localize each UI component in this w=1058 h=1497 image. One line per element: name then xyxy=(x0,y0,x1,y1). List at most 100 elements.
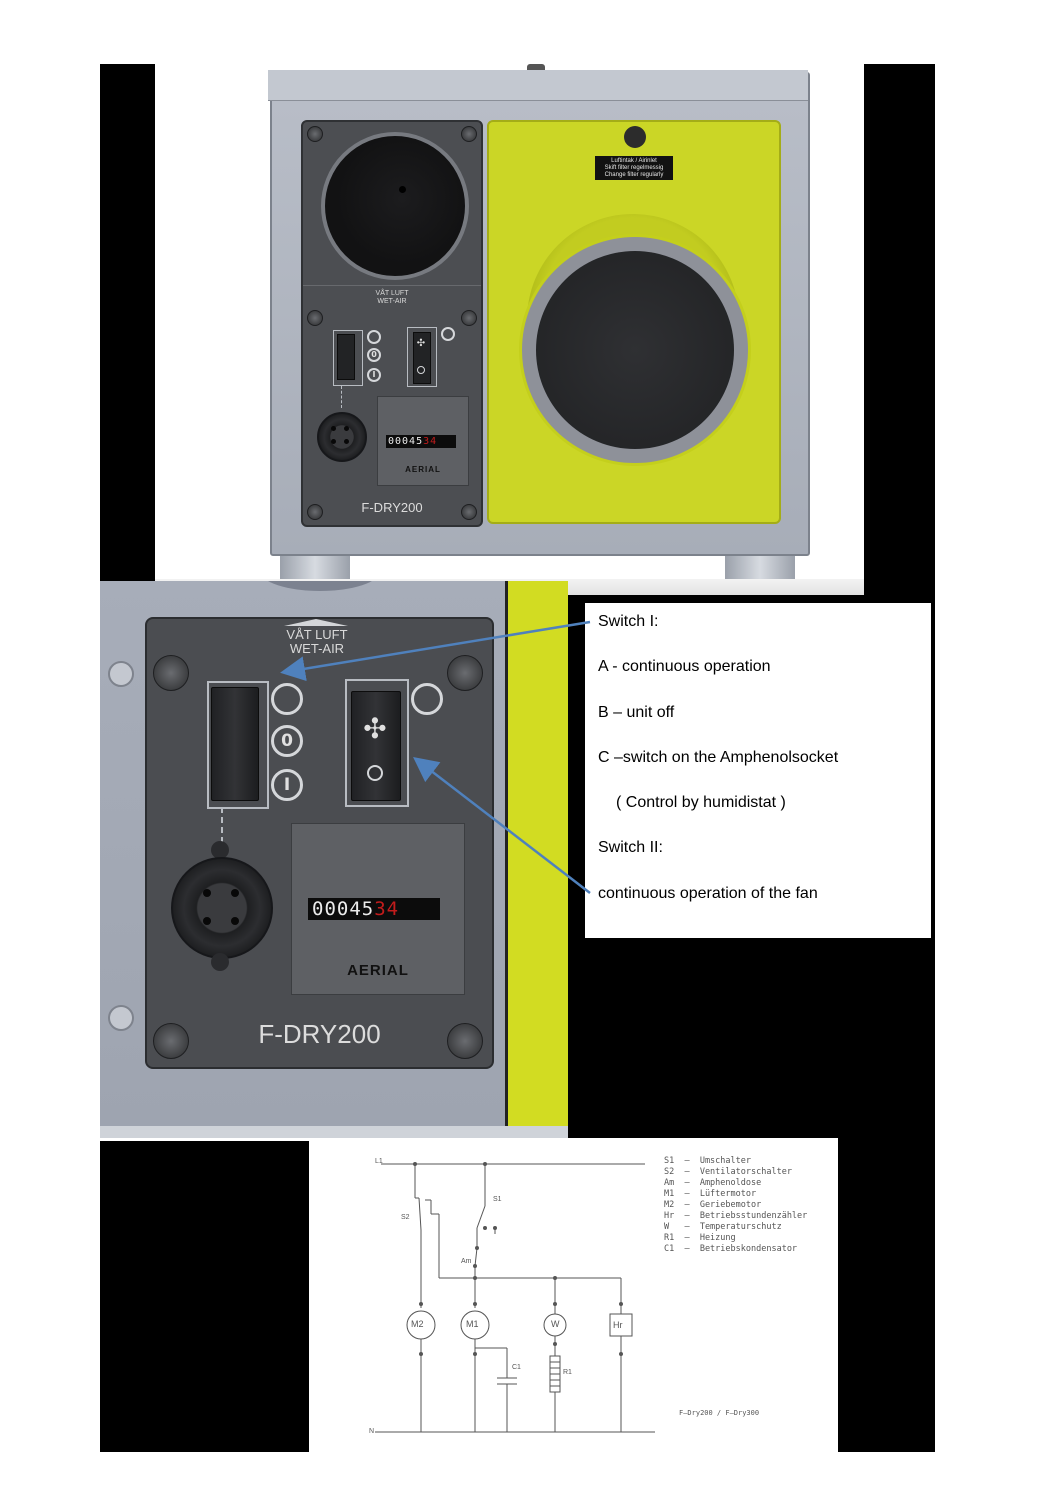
fan-icon: ✣ xyxy=(416,338,426,349)
label-r1: R1 xyxy=(563,1369,572,1376)
screw-icon xyxy=(153,1023,189,1059)
screw-icon xyxy=(447,1023,483,1059)
label-l1: L1 xyxy=(375,1158,383,1165)
label-am: Am xyxy=(461,1258,472,1265)
counter-digits-red: 34 xyxy=(423,436,438,447)
hour-counter: 0004534 AERIAL xyxy=(291,823,465,995)
switch-i-option-c: C –switch on the Amphenolsocket xyxy=(598,749,839,766)
socket-pin xyxy=(231,917,239,925)
screw-icon xyxy=(153,655,189,691)
brand-label: AERIAL xyxy=(347,962,409,979)
fan-rocker-switch[interactable] xyxy=(351,691,401,801)
switch-i-heading: Switch I: xyxy=(598,613,659,630)
socket-pin xyxy=(203,917,211,925)
mode-off-icon: 0 xyxy=(367,348,381,362)
mode-c-icon xyxy=(271,683,303,715)
mode-c-icon xyxy=(367,330,381,344)
screw-icon xyxy=(447,655,483,691)
mode-off-icon: 0 xyxy=(271,725,303,757)
filter-lock-knob[interactable] xyxy=(624,126,646,148)
main-rocker-switch[interactable] xyxy=(337,334,355,380)
main-rocker-switch[interactable] xyxy=(211,687,259,801)
amphenol-socket xyxy=(171,857,273,959)
dashed-connector xyxy=(341,386,342,408)
counter-digits-red: 34 xyxy=(374,898,400,920)
switch-i-option-c-note: ( Control by humidistat ) xyxy=(616,794,786,811)
dashed-connector xyxy=(221,807,223,843)
roof-icon xyxy=(284,619,348,626)
hour-counter-display: 0004534 xyxy=(386,435,456,448)
hour-counter-display: 0004534 xyxy=(308,898,440,920)
switch-i-option-b: B – unit off xyxy=(598,704,675,721)
fan-off-icon xyxy=(417,366,425,374)
socket-pin xyxy=(331,439,336,444)
legend-item: W — Temperaturschutz xyxy=(664,1222,782,1232)
brand-label: AERIAL xyxy=(405,465,441,474)
air-outlet-duct xyxy=(321,132,469,280)
counter-digits-black: 00045 xyxy=(312,898,375,920)
legend-item: M1 — Lüftermotor xyxy=(664,1189,757,1199)
label-m1: M1 xyxy=(466,1319,479,1329)
socket-pin xyxy=(344,439,349,444)
mode-on-icon: I xyxy=(367,368,381,382)
filter-door-edge xyxy=(505,581,568,1138)
socket-pin xyxy=(331,426,336,431)
legend-item: Am — Amphenoldose xyxy=(664,1178,762,1188)
fan-c-icon xyxy=(441,327,455,341)
top-arc xyxy=(260,581,380,591)
legend-item: C1 — Betriebskondensator xyxy=(664,1244,798,1254)
legend-item: S2 — Ventilatorschalter xyxy=(664,1167,792,1177)
housing-bolt-icon xyxy=(108,1005,134,1031)
socket-pin xyxy=(231,889,239,897)
legend-item: S1 — Umschalter xyxy=(664,1156,751,1166)
housing-top-lip xyxy=(268,70,808,101)
label-s1: S1 xyxy=(493,1196,502,1203)
wiring-diagram: L1 N S1 S2 Am M2 M1 W Hr C1 R1 S1 — Umsc… xyxy=(309,1138,838,1452)
switch-ii-description: continuous operation of the fan xyxy=(598,885,818,902)
label-c1: C1 xyxy=(512,1364,521,1371)
connector-nub xyxy=(211,953,229,971)
black-block-top-left xyxy=(100,64,155,581)
legend-item: M2 — Geriebemotor xyxy=(664,1200,762,1210)
counter-digits-black: 00045 xyxy=(388,436,424,447)
fan-switch-frame xyxy=(407,327,437,387)
black-block-bottom-left xyxy=(100,1141,309,1452)
socket-pin xyxy=(203,889,211,897)
control-panel: VÅT LUFT WET-AIR 0 I ✣ 0004534 AERIAL xyxy=(301,120,483,527)
legend-item: Hr — Betriebsstundenzähler xyxy=(664,1211,808,1221)
socket-pin xyxy=(344,426,349,431)
legend-item: R1 — Heizung xyxy=(664,1233,736,1243)
model-label: F-DRY200 xyxy=(361,500,423,515)
model-note: F—Dry200 / F—Dry300 xyxy=(679,1409,760,1417)
label-w: W xyxy=(551,1319,560,1329)
air-inlet-ring xyxy=(519,234,751,466)
filter-door: Luftintak / Airinlet Skift filter regelm… xyxy=(487,120,781,524)
floor-strip xyxy=(100,1126,568,1138)
dehumidifier-front-photo: VÅT LUFT WET-AIR 0 I ✣ 0004534 AERIAL xyxy=(155,64,864,595)
label-hr: Hr xyxy=(613,1320,623,1330)
duct-dot xyxy=(399,186,406,193)
screw-icon xyxy=(307,126,323,142)
wet-air-label-line2: WET-AIR xyxy=(289,641,345,656)
model-label: F-DRY200 xyxy=(258,1019,381,1049)
control-panel-closeup: VÅT LUFT WET-AIR 0 I ✣ 0004534 AERIAL xyxy=(100,581,568,1138)
filter-instruction-label: Luftintak / Airinlet Skift filter regelm… xyxy=(595,156,673,180)
black-block-top-right xyxy=(864,64,935,604)
label-n: N xyxy=(369,1428,375,1435)
switch-i-option-a: A - continuous operation xyxy=(598,658,771,675)
amphenol-socket xyxy=(317,412,367,462)
screw-icon xyxy=(307,504,323,520)
screw-icon xyxy=(461,126,477,142)
fan-switch-frame xyxy=(345,679,409,807)
wet-air-label-line1: VÅT LUFT xyxy=(286,627,348,642)
screw-icon xyxy=(461,504,477,520)
label-s2: S2 xyxy=(401,1214,410,1221)
connector-nub xyxy=(211,841,229,859)
black-block-bottom-right xyxy=(838,1138,935,1452)
air-inlet-opening xyxy=(536,251,734,449)
switch-description-box: Switch I: A - continuous operation B – u… xyxy=(585,603,931,938)
housing-bolt-icon xyxy=(108,661,134,687)
screw-icon xyxy=(307,310,323,326)
main-switch-frame xyxy=(333,330,363,386)
label-m2: M2 xyxy=(411,1319,424,1329)
